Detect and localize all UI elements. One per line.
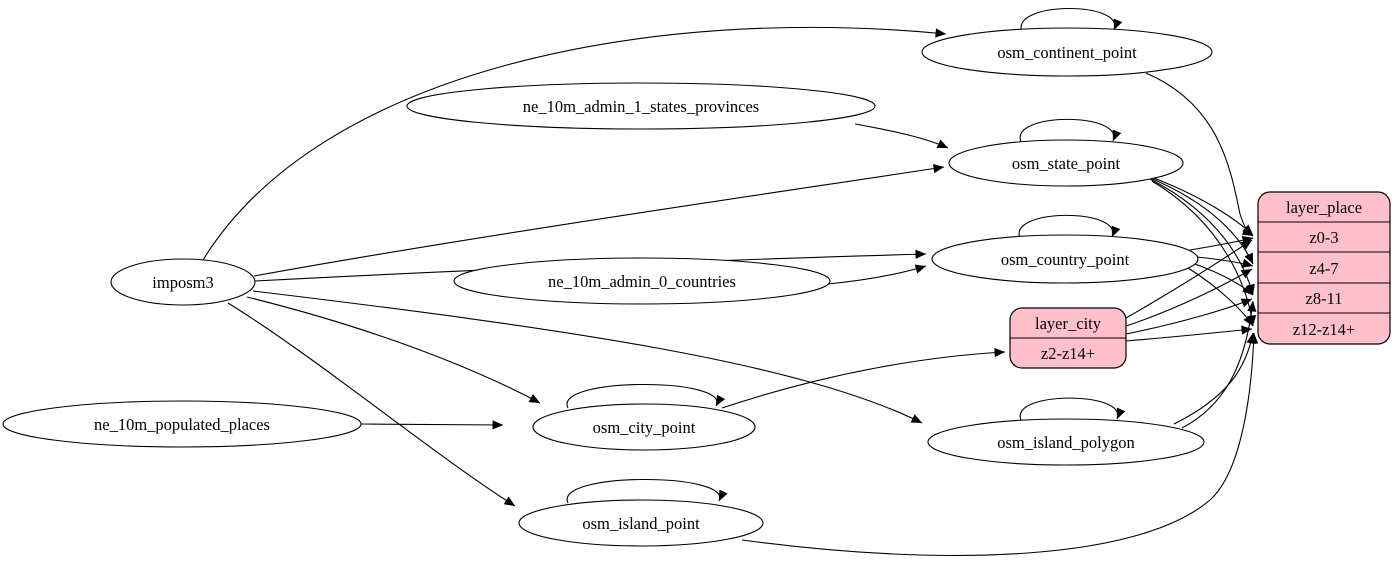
edge-osm_state_point-layer_place-z8-11 [1149,178,1255,296]
imposm3-label: imposm3 [152,273,213,292]
edge-osm_state_point-layer_place-z4-7 [1147,176,1254,265]
osm_state_point-label: osm_state_point [1012,154,1121,173]
layer_city-title: layer_city [1035,314,1102,333]
layer_place-row-z12-z14: z12-z14+ [1293,320,1355,339]
edges-layer [202,7,1259,557]
edge-imposm3-osm_island_polygon [252,290,923,424]
osm_island_point-ellipse [518,499,764,547]
edge-imposm3-osm_continent_point [202,26,947,261]
osm_city_point-ellipse [532,403,756,451]
edge-osm_state_point-self-loop [1019,118,1122,143]
node-osm_island_point: osm_island_point [518,499,764,547]
node-osm_city_point: osm_city_point [532,403,756,451]
ne_10m_admin_1_states_provinces-label: ne_10m_admin_1_states_provinces [523,97,759,116]
layer_place-row-z4-7: z4-7 [1309,259,1338,278]
edge-osm_state_point-layer_place-z0-3 [1145,174,1254,236]
node-osm_state_point: osm_state_point [948,139,1184,187]
edge-osm_continent_point-self-loop [1020,7,1123,33]
edge-layer_city-layer_place-z4-7 [1125,268,1253,327]
osm_island_polygon-label: osm_island_polygon [997,433,1135,452]
edge-imposm3-osm_island_point [227,302,516,507]
osm_continent_point-ellipse [921,27,1213,77]
osm_country_point-ellipse [931,234,1199,284]
edge-osm_island_point-layer_place-z12-z14 [741,332,1259,557]
osm_city_point-label: osm_city_point [593,418,696,437]
edge-imposm3-osm_city_point [246,296,541,404]
osm_continent_point-label: osm_continent_point [997,43,1137,62]
ne_10m_populated_places-label: ne_10m_populated_places [94,415,270,434]
node-osm_continent_point: osm_continent_point [921,27,1213,77]
edge-osm_country_point-self-loop [1018,214,1121,239]
node-imposm3: imposm3 [110,258,256,306]
layer_place-row-z0-3: z0-3 [1309,228,1338,247]
osm_country_point-label: osm_country_point [1001,250,1130,269]
edge-osm_island_polygon-layer_place-z8-11 [1181,300,1257,429]
edge-osm_country_point-layer_place-z0-3 [1189,235,1254,251]
node-ne_10m_admin_1_states_provinces: ne_10m_admin_1_states_provinces [406,82,876,130]
edge-ne_10m_populated_places-osm_city_point [360,420,504,430]
node-ne_10m_admin_0_countries: ne_10m_admin_0_countries [453,257,831,305]
ne_10m_admin_0_countries-ellipse [453,257,831,305]
ne_10m_admin_1_states_provinces-ellipse [406,82,876,130]
ne_10m_populated_places-ellipse [2,400,362,448]
edge-layer_city-layer_place-z8-11 [1125,298,1253,335]
osm_island_polygon-ellipse [927,418,1205,466]
layer_city-row-z2-z14: z2-z14+ [1041,344,1095,363]
edge-ne_10m_admin_0_countries-osm_country_point [827,264,927,285]
edge-osm_island_point-self-loop [566,478,728,504]
imposm3-ellipse [110,258,256,306]
node-osm_island_polygon: osm_island_polygon [927,418,1205,466]
node-ne_10m_populated_places: ne_10m_populated_places [2,400,362,448]
edge-layer_city-layer_place-z12-z14 [1125,325,1253,342]
edge-osm_island_polygon-layer_place-z12-z14 [1173,332,1256,425]
edge-ne_10m_admin_1_states_provinces-osm_state_point [854,123,949,149]
edge-layer_city-layer_place-z0-3 [1125,239,1253,319]
layer_place-box [1257,191,1391,345]
edge-osm_city_point-self-loop [566,383,726,409]
edge-osm_country_point-layer_place-z4-7 [1196,256,1254,268]
edge-osm_island_polygon-self-loop [1019,397,1126,421]
ne_10m_admin_0_countries-label: ne_10m_admin_0_countries [548,272,736,291]
osm_state_point-ellipse [948,139,1184,187]
osm_island_point-label: osm_island_point [582,514,700,533]
record-layer_place: layer_place z0-3 z4-7 z8-11 z12-z14+ [1257,191,1391,345]
record-layer_city: layer_city z2-z14+ [1009,307,1127,369]
edge-imposm3-osm_state_point [253,164,945,277]
node-osm_country_point: osm_country_point [931,234,1199,284]
layer_place-title: layer_place [1286,198,1362,217]
edge-osm_city_point-layer_city-z2-z14 [721,347,1006,409]
layer_place-row-z8-11: z8-11 [1306,289,1343,308]
